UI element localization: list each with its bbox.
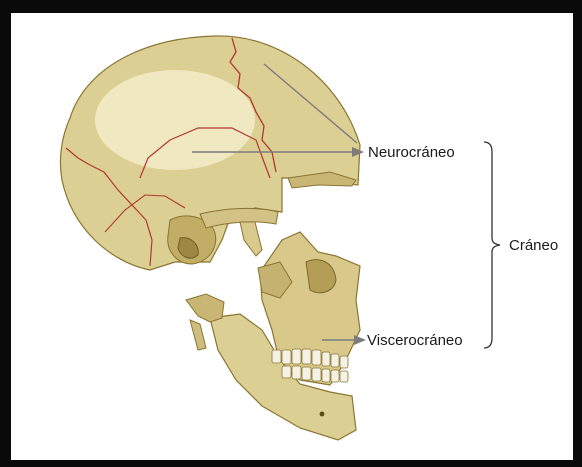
condylar-process [190,320,206,350]
craneo-brace [484,142,500,348]
mental-foramen [320,412,325,417]
neurocraneo-label: Neurocráneo [368,145,455,160]
viscerocraneo-label: Viscerocráneo [367,333,463,348]
condyle [240,222,262,256]
mandible-ramus [186,294,224,322]
craneo-label: Cráneo [509,238,558,253]
vault-highlight [95,70,255,170]
leader-viscero-arrow [354,335,366,345]
zygomatic-arch [200,208,278,228]
